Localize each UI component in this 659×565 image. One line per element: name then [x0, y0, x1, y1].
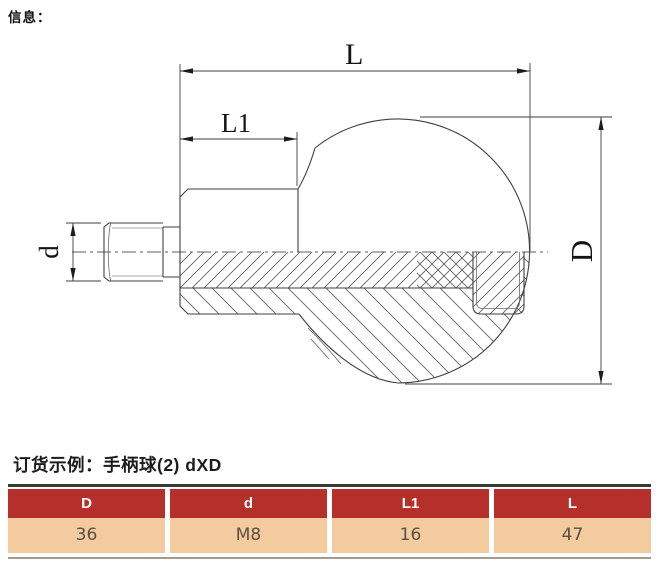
stem-section-outline: [179, 252, 473, 289]
col-header-d: d: [170, 489, 327, 518]
thread-minor-lines: [112, 227, 163, 277]
insert-inner-line: [476, 252, 520, 309]
value-d: M8: [170, 518, 327, 553]
cavity-curve: [298, 313, 399, 384]
value-D: 36: [8, 518, 165, 553]
dim-label-L: L: [345, 38, 363, 71]
info-label: 信息：: [8, 10, 52, 25]
col-header-L: L: [494, 489, 651, 518]
spec-table: D d L1 L 36 M8 16 47: [8, 484, 651, 559]
section-hatch-layer: [180, 252, 530, 384]
thread-engagement-crosshatch: [417, 252, 473, 288]
dimension-layer: [66, 63, 612, 385]
insert-section-hatch: [473, 252, 524, 314]
section-step-outline: [179, 288, 299, 315]
col-header-D: D: [8, 489, 165, 518]
dimension-labels: L L1 d D: [34, 38, 599, 262]
ext-lines-D: [405, 116, 612, 385]
dim-label-L1: L1: [221, 108, 251, 138]
order-example-text: 订货示例：手柄球(2) dXD: [13, 455, 222, 475]
dim-label-d: d: [34, 245, 64, 259]
table-top-border: [8, 484, 651, 487]
insert-outline: [472, 252, 525, 315]
table-bottom-border: [8, 557, 651, 559]
neck-ball-fillet: [297, 147, 316, 190]
arrowheads: [70, 68, 604, 384]
collar-outline: [162, 226, 180, 278]
neck-outline: [179, 188, 299, 252]
value-L: 47: [494, 518, 651, 553]
ext-lines-d: [66, 222, 101, 282]
fillet-accent-lines: [307, 327, 342, 365]
stud-chamfer-line: [107, 223, 111, 281]
ball-section-hatch: [180, 252, 530, 384]
value-L1: 16: [332, 518, 489, 553]
dim-label-D: D: [564, 240, 599, 262]
spec-table-grid: D d L1 L 36 M8 16 47: [8, 489, 651, 553]
col-header-L1: L1: [332, 489, 489, 518]
ball-outline: [314, 118, 531, 384]
outline-layer: [103, 118, 531, 384]
stud-outline: [103, 222, 163, 282]
